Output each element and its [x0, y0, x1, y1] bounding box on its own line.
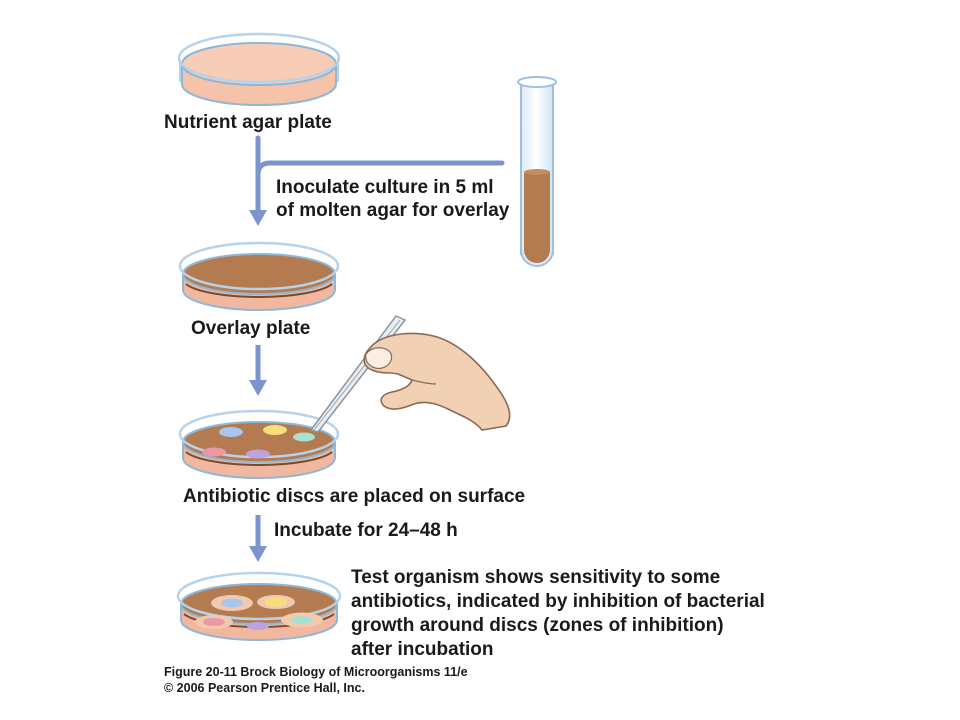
- antibiotic-disc: [219, 427, 243, 437]
- disc-plate: [178, 409, 340, 479]
- discs-placed-label: Antibiotic discs are placed on surface: [183, 486, 526, 507]
- result-label-line-4: after incubation: [351, 639, 494, 660]
- nutrient-agar-plate-label: Nutrient agar plate: [164, 112, 332, 133]
- antibiotic-disc: [203, 618, 225, 626]
- incubate-label: Incubate for 24–48 h: [274, 520, 458, 541]
- figure-caption-line-2: © 2006 Pearson Prentice Hall, Inc.: [164, 681, 365, 695]
- antibiotic-disc: [221, 598, 243, 608]
- inoculate-label-line-1: Inoculate culture in 5 ml: [276, 177, 494, 198]
- antibiotic-disc: [246, 449, 270, 459]
- antibiotic-disc: [263, 425, 287, 435]
- antibiotic-disc: [291, 616, 313, 624]
- test-tube: [517, 76, 557, 267]
- antibiotic-disc: [247, 622, 269, 630]
- arrowhead-overlay: [249, 380, 267, 396]
- arrowhead-inoculate: [249, 210, 267, 226]
- arrowhead-incubate: [249, 546, 267, 562]
- antibiotic-disc: [202, 447, 226, 457]
- zones-of-inhibition-plate: [176, 571, 342, 641]
- arrow-inoculate: [255, 135, 505, 215]
- antibiotic-disc: [265, 597, 287, 607]
- overlay-plate: [178, 241, 340, 311]
- overlay-plate-label: Overlay plate: [191, 318, 311, 339]
- flow-arrows: [249, 135, 505, 562]
- nutrient-agar-plate: [177, 32, 341, 106]
- hand: [363, 332, 511, 431]
- inoculate-label-line-2: of molten agar for overlay: [276, 200, 510, 221]
- hand-with-forceps: [309, 315, 511, 433]
- result-label-line-1: Test organism shows sensitivity to some: [351, 567, 721, 588]
- figure-caption-line-1: Figure 20-11 Brock Biology of Microorgan…: [164, 665, 468, 679]
- antibiotic-disc: [293, 432, 315, 442]
- result-label-line-2: antibiotics, indicated by inhibition of …: [351, 591, 765, 612]
- result-label-line-3: growth around discs (zones of inhibition…: [351, 615, 724, 636]
